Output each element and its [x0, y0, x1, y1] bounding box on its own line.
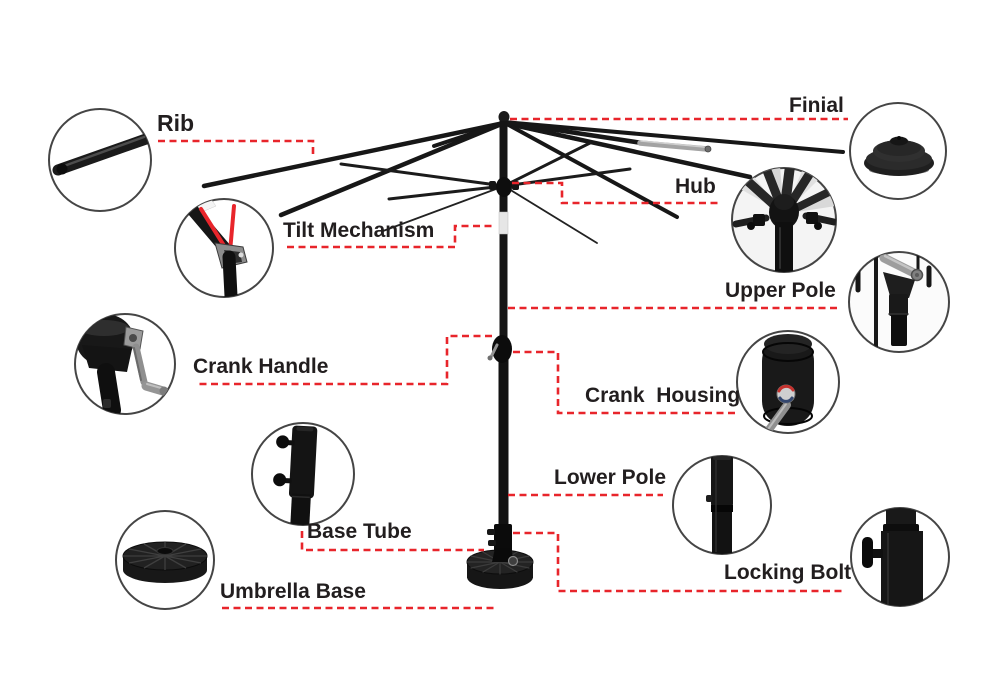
- hub-part: [489, 177, 519, 197]
- rib-detail-circle: [48, 108, 152, 212]
- locking-bolt-detail-circle: [850, 507, 950, 607]
- base-tube-callout-line: [300, 531, 484, 552]
- label-finial: Finial: [789, 94, 844, 117]
- crank-handle-callout-line: [198, 334, 492, 386]
- umbrella-base-detail-circle: [115, 510, 215, 610]
- hub-callout-line: [512, 181, 719, 205]
- crank-handle-detail-circle: [74, 313, 176, 415]
- label-tilt-mechanism: Tilt Mechanism: [283, 219, 435, 242]
- crank-housing-callout-line: [513, 350, 736, 415]
- callout-lines: [158, 117, 848, 610]
- tilt-mechanism-callout-line: [287, 224, 494, 249]
- locking-bolt-callout-line: [513, 531, 843, 593]
- label-upper-pole: Upper Pole: [725, 279, 836, 302]
- tilt-mechanism-detail-circle: [174, 198, 274, 298]
- crank-housing-detail-circle: [736, 330, 840, 434]
- label-crank-housing: Crank Housing: [585, 384, 741, 407]
- crank-housing-part: [487, 335, 512, 363]
- label-crank-handle: Crank Handle: [193, 355, 329, 378]
- finial-detail-circle: [849, 102, 947, 200]
- label-lower-pole: Lower Pole: [554, 466, 667, 489]
- finial-part: [498, 111, 510, 123]
- base-tube-detail-circle: [251, 422, 355, 526]
- hub-detail-circle: [731, 167, 837, 273]
- umbrella-base-part: [466, 548, 534, 589]
- main-pole: [498, 121, 509, 528]
- lower-pole-detail-circle: [672, 455, 772, 555]
- label-locking-bolt: Locking Bolt: [724, 561, 852, 584]
- pole-sticker: [498, 211, 509, 235]
- label-hub: Hub: [675, 175, 716, 198]
- umbrella-frame: [201, 111, 845, 589]
- label-umbrella-base: Umbrella Base: [220, 580, 366, 603]
- rib-callout-line: [158, 139, 315, 157]
- label-rib: Rib: [157, 110, 195, 136]
- label-base-tube: Base Tube: [307, 520, 412, 543]
- upper-pole-detail-circle: [848, 251, 950, 353]
